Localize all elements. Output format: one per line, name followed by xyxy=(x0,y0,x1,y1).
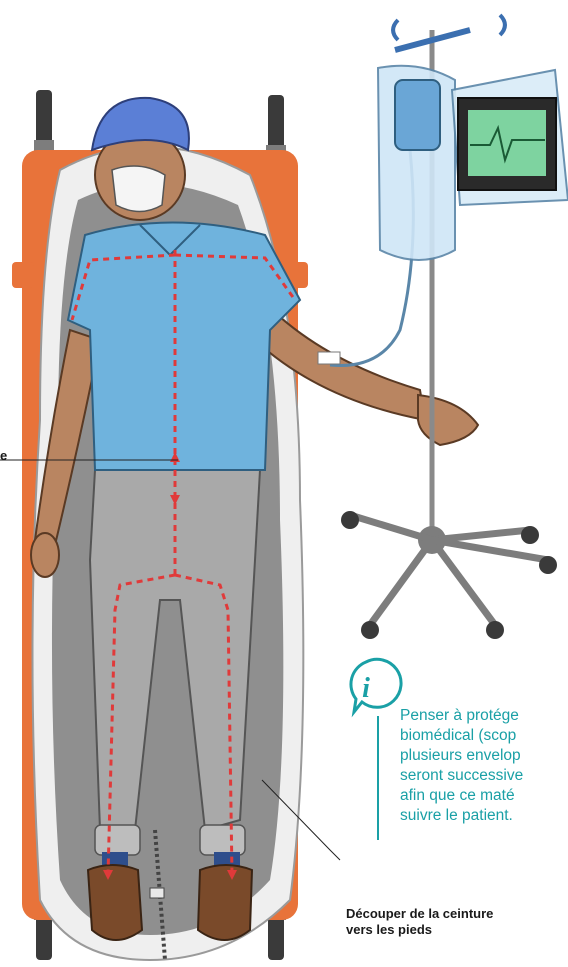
shoe-left xyxy=(88,865,142,940)
cut-caption-line: vers les pieds xyxy=(346,922,561,938)
iv-wheel xyxy=(486,621,504,639)
hand-left xyxy=(31,533,59,577)
pant-cuff-right xyxy=(200,825,245,855)
iv-hook-right xyxy=(500,15,505,35)
iv-bag xyxy=(395,80,440,150)
iv-hook-left xyxy=(393,20,398,40)
info-line: plusieurs envelop xyxy=(400,746,568,766)
stretcher-strap-left xyxy=(12,262,34,288)
shoe-right xyxy=(198,865,252,940)
info-text: Penser à protége biomédical (scop plusie… xyxy=(400,706,568,826)
monitor-screen xyxy=(468,110,546,176)
svg-text:i: i xyxy=(362,673,370,704)
hand-right xyxy=(418,395,478,445)
iv-wheel xyxy=(341,511,359,529)
iv-wheel xyxy=(521,526,539,544)
info-line: Penser à protége xyxy=(400,706,568,726)
iv-wheel xyxy=(361,621,379,639)
info-line: biomédical (scop xyxy=(400,726,568,746)
cut-caption: Découper de la ceinture vers les pieds xyxy=(346,906,561,938)
info-line: afin que ce maté xyxy=(400,786,568,806)
info-icon: i xyxy=(351,659,401,712)
iv-wheel xyxy=(539,556,557,574)
cut-caption-line: Découper de la ceinture xyxy=(346,906,561,922)
pant-cuff-left xyxy=(95,825,140,855)
iv-catheter xyxy=(318,352,340,364)
info-line: suivre le patient. xyxy=(400,806,568,826)
left-edge-label: e xyxy=(0,448,7,463)
zipper-pull xyxy=(150,888,164,898)
info-line: seront successive xyxy=(400,766,568,786)
face-mask xyxy=(112,166,165,212)
